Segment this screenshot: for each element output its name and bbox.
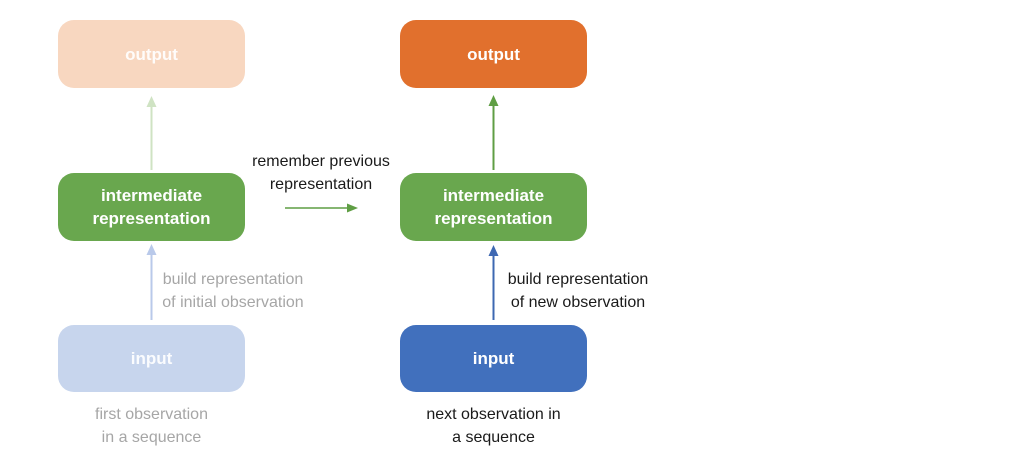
right-input-caption-line1: next observation in <box>426 406 561 423</box>
right-build-annotation: build representation of new observation <box>492 268 664 314</box>
right-output-label: output <box>467 44 520 64</box>
right-build-annotation-line2: of new observation <box>510 294 646 311</box>
remember-previous-line2: representation <box>269 176 373 193</box>
arrow-left-intermediate-to-output <box>146 96 157 170</box>
right-intermediate-label-line2: representation <box>434 209 553 228</box>
left-input-box: input <box>58 325 245 392</box>
left-intermediate-box: intermediate representation <box>58 173 245 241</box>
right-input-caption: next observation in a sequence <box>400 403 587 449</box>
left-intermediate-label-line1: intermediate <box>100 186 203 205</box>
right-intermediate-label-line1: intermediate <box>442 186 545 205</box>
left-build-annotation-line1: build representation <box>162 271 304 288</box>
arrow-right-intermediate-to-output <box>488 95 499 170</box>
left-build-annotation: build representation of initial observat… <box>147 268 319 314</box>
right-build-annotation-line1: build representation <box>507 271 649 288</box>
right-input-label: input <box>472 349 515 368</box>
left-input-caption-line1: first observation <box>95 406 208 423</box>
right-input-caption-line2: a sequence <box>452 429 535 446</box>
left-output-label: output <box>125 44 178 64</box>
remember-previous-line1: remember previous <box>252 153 390 170</box>
right-output-box: output <box>400 20 587 88</box>
remember-previous-annotation: remember previous representation <box>236 150 406 196</box>
left-output-box: output <box>58 20 245 88</box>
right-intermediate-box: intermediate representation <box>400 173 587 241</box>
right-input-box: input <box>400 325 587 392</box>
left-input-label: input <box>130 349 173 368</box>
left-input-caption: first observation in a sequence <box>58 403 245 449</box>
left-intermediate-label-line2: representation <box>92 209 211 228</box>
left-build-annotation-line2: of initial observation <box>162 294 304 311</box>
arrow-remember-previous <box>285 203 358 213</box>
left-input-caption-line2: in a sequence <box>101 429 202 446</box>
